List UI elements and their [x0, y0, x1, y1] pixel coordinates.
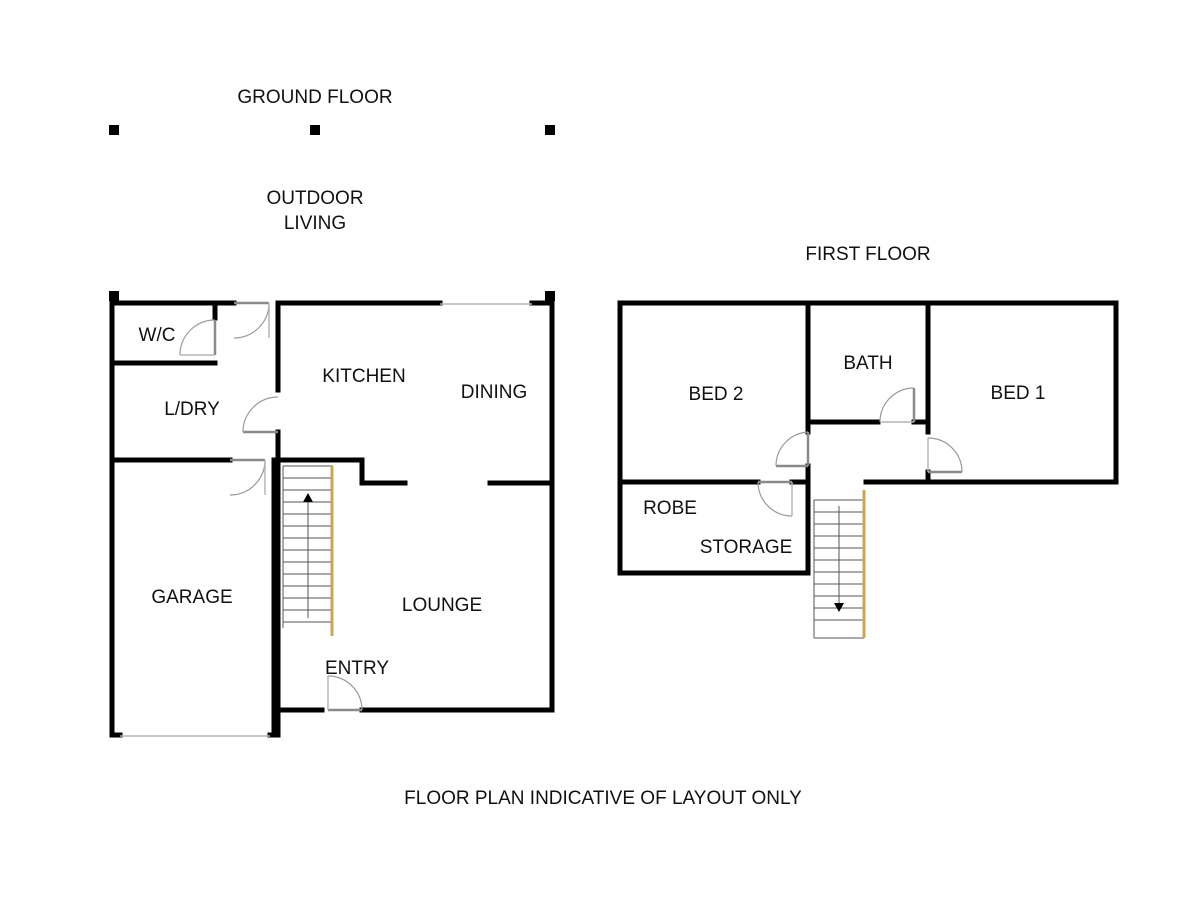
outdoor-post: [109, 125, 119, 135]
outdoor-living-label-line2: LIVING: [284, 213, 346, 234]
outdoor-living-label: OUTDOOR: [266, 188, 363, 209]
arrow-down-icon: [834, 603, 844, 612]
ground-floor-title: GROUND FLOOR: [237, 87, 392, 108]
ground-interior-walls: [109, 300, 555, 738]
arrow-up-icon: [303, 493, 313, 502]
footer-note: FLOOR PLAN INDICATIVE OF LAYOUT ONLY: [404, 788, 802, 809]
first-doors: [757, 387, 963, 517]
outdoor-post: [310, 125, 320, 135]
outdoor-post: [545, 125, 555, 135]
first-interior-walls: [617, 300, 931, 485]
room-label-bed1: BED 1: [991, 383, 1046, 404]
ground-exterior-walls: [109, 297, 555, 738]
room-label-garage: GARAGE: [151, 587, 232, 608]
ground-staircase: [282, 465, 334, 636]
room-label-entry: ENTRY: [325, 658, 389, 679]
first-floor-plan: FIRST FLOOR BED 2 BATH BED 1 ROBE STORAG…: [617, 244, 1119, 639]
ground-doors: [179, 301, 363, 712]
outdoor-post: [109, 291, 119, 301]
first-floor-title: FIRST FLOOR: [805, 244, 930, 265]
outdoor-post: [545, 291, 555, 301]
room-label-bath: BATH: [843, 353, 892, 374]
first-staircase: [813, 490, 866, 639]
room-label-lounge: LOUNGE: [402, 595, 482, 616]
room-label-robe: ROBE: [643, 498, 697, 519]
ground-floor-plan: GROUND FLOOR OUTDOOR LIVING W/C L/DRY GA…: [109, 87, 555, 738]
room-label-wc: W/C: [139, 325, 176, 346]
room-label-dining: DINING: [461, 382, 528, 403]
room-label-storage: STORAGE: [700, 537, 793, 558]
room-label-laundry: L/DRY: [164, 399, 220, 420]
room-label-kitchen: KITCHEN: [322, 366, 405, 387]
room-label-bed2: BED 2: [689, 384, 744, 405]
first-exterior-walls: [617, 300, 1119, 576]
